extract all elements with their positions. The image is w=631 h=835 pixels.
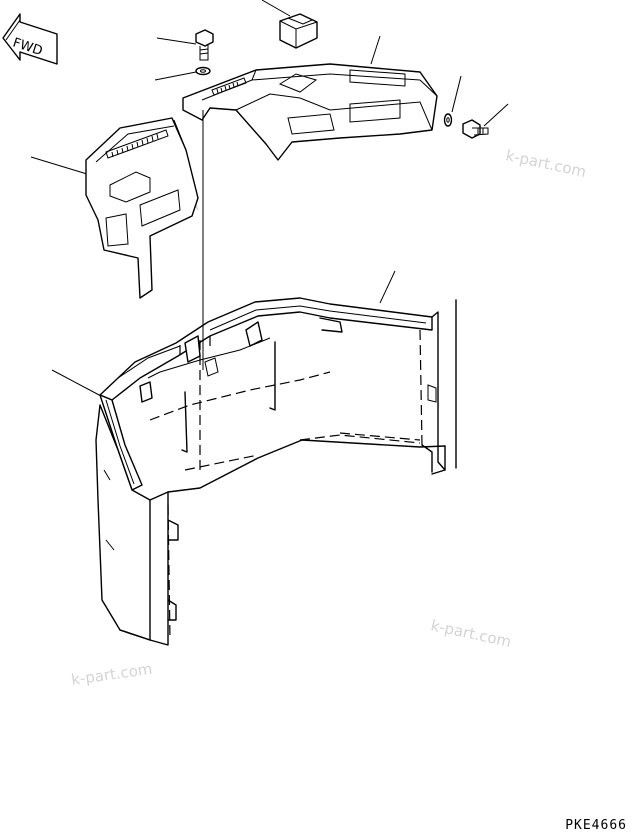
bolt-part	[195, 29, 214, 61]
washer-right-part	[443, 113, 453, 127]
leader-lines	[30, 0, 509, 397]
upper-cover-part	[182, 63, 438, 161]
side-cover-part	[85, 117, 199, 299]
watermark-1: k-part.com	[504, 146, 588, 181]
watermark-4: k-part.com	[70, 660, 153, 689]
forward-arrow-icon: FWD	[2, 13, 58, 65]
washer-part	[195, 66, 211, 76]
drawing-code: PKE4666	[565, 818, 627, 833]
watermark-3: k-part.com	[429, 616, 513, 651]
bolt-right-part	[462, 119, 489, 139]
main-frame-part	[95, 297, 457, 646]
cap-part	[279, 13, 318, 49]
